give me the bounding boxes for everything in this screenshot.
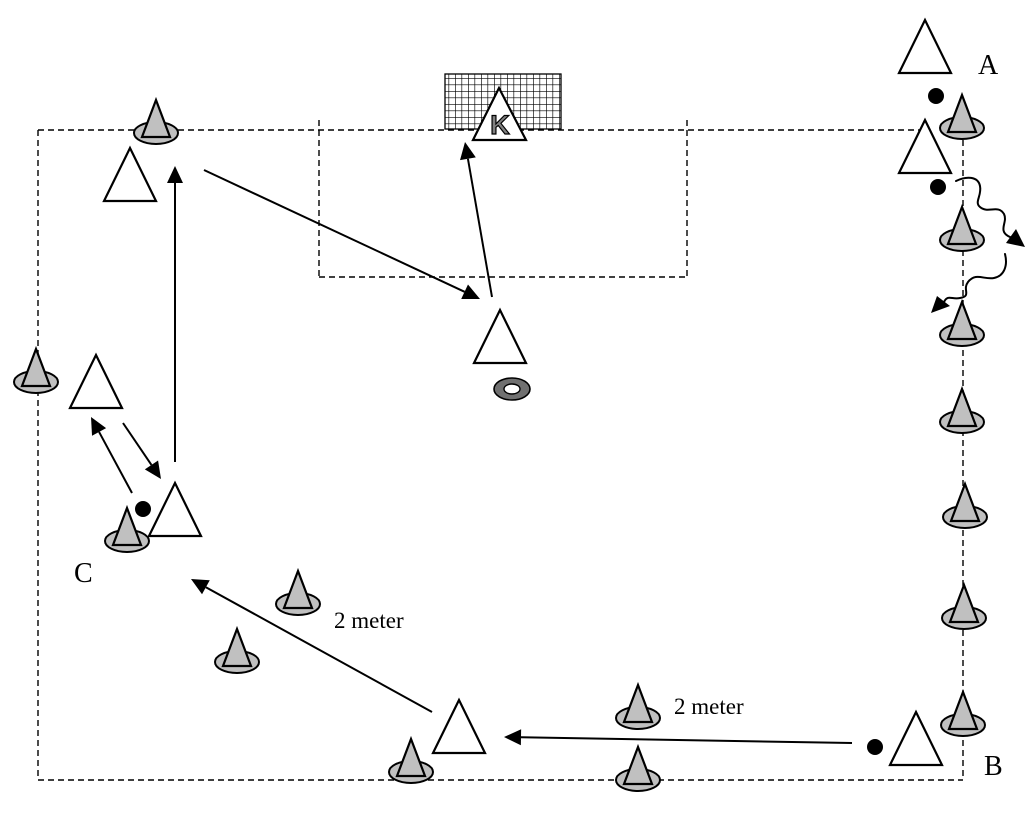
balls xyxy=(135,88,946,755)
player-icon xyxy=(102,145,158,203)
pass-arrowhead-icon xyxy=(167,166,183,183)
pass-arrow-shaft xyxy=(98,431,133,494)
station-b-label: B xyxy=(984,751,1003,782)
pass-arrow xyxy=(191,579,433,713)
player-icon xyxy=(897,17,953,75)
cone-icon xyxy=(942,480,988,529)
player-icon xyxy=(888,709,944,767)
cone-icon xyxy=(133,96,179,145)
pass-arrows xyxy=(91,142,853,746)
players xyxy=(68,17,953,767)
ball-icon xyxy=(930,179,946,195)
pass-arrowhead-icon xyxy=(191,579,210,595)
pass-arrowhead-icon xyxy=(461,284,480,300)
cone-icon xyxy=(939,298,985,347)
pass-arrow-shaft xyxy=(203,169,466,293)
pass-arrowhead-icon xyxy=(144,460,161,479)
pass-arrow-shaft xyxy=(122,422,153,466)
cone-icon xyxy=(275,567,321,616)
dribble-arrows xyxy=(931,176,1025,313)
cone-icon xyxy=(615,681,661,730)
cone-icon xyxy=(615,743,661,792)
goalkeeper: K xyxy=(471,85,528,142)
station-c-label: C xyxy=(74,558,93,589)
ring-marker xyxy=(493,377,531,401)
cone-icon xyxy=(939,203,985,252)
pass-arrowhead-icon xyxy=(91,417,107,436)
pass-arrow xyxy=(504,729,853,746)
pass-arrowhead-icon xyxy=(504,729,522,746)
ball-icon xyxy=(867,739,883,755)
pass-arrow-shaft xyxy=(466,158,493,298)
distance-label-lower: 2 meter xyxy=(674,694,744,719)
dribble-arrowhead-out xyxy=(1006,229,1025,247)
pass-arrow xyxy=(203,169,480,300)
player-icon xyxy=(897,117,953,175)
cones xyxy=(13,91,988,792)
player-icon xyxy=(68,352,124,410)
pass-arrow xyxy=(167,166,183,462)
pass-arrow xyxy=(460,142,493,298)
player-icon xyxy=(472,307,528,365)
cone-icon xyxy=(214,625,260,674)
dribble-arrowhead-back xyxy=(931,296,950,313)
cone-icon xyxy=(939,385,985,434)
field-boundary xyxy=(37,129,964,781)
distance-label-upper: 2 meter xyxy=(334,608,404,633)
player-icon xyxy=(147,480,203,538)
dribble-path-back xyxy=(943,253,1007,303)
pass-arrow xyxy=(122,422,161,479)
ball-icon xyxy=(928,88,944,104)
dribble-path-out xyxy=(955,176,1013,239)
player-icon xyxy=(431,697,487,755)
station-a-label: A xyxy=(978,50,999,81)
cone-icon xyxy=(388,735,434,784)
cone-icon xyxy=(939,91,985,140)
pass-arrow-shaft xyxy=(205,586,433,713)
cone-icon xyxy=(941,581,987,630)
cone-icon xyxy=(104,504,150,553)
pass-arrowhead-icon xyxy=(460,142,476,161)
ball-icon xyxy=(135,501,151,517)
pass-arrow xyxy=(91,417,133,494)
cone-icon xyxy=(13,345,59,394)
pass-arrow-shaft xyxy=(520,736,853,744)
penalty-box xyxy=(318,120,688,278)
keeper-label: K xyxy=(490,110,510,140)
cone-icon xyxy=(940,688,986,737)
